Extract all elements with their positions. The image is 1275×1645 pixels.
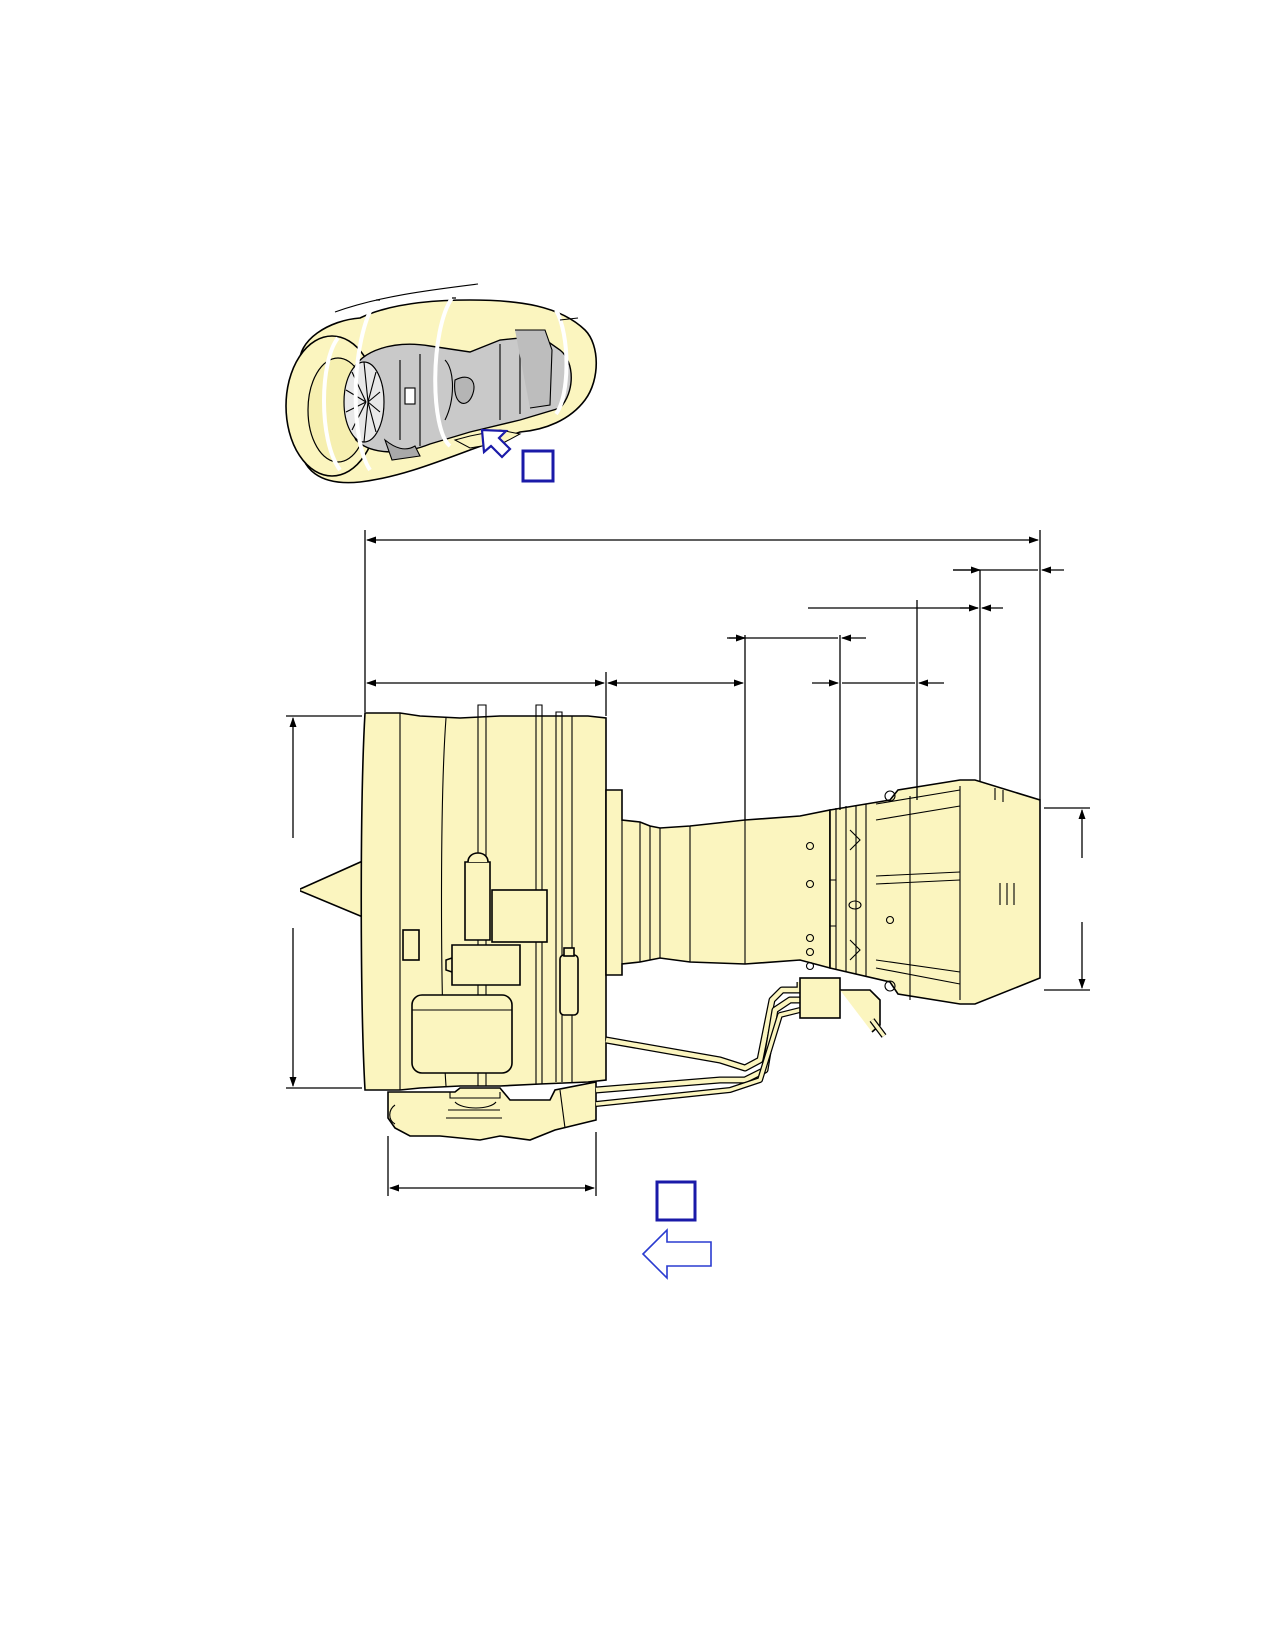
side-view-callouts (641, 1180, 712, 1280)
side-view-callout-box[interactable] (655, 1180, 697, 1222)
compressor-rings (621, 820, 746, 964)
extension-lines (286, 530, 1090, 1196)
forward-arrow-icon (641, 1228, 712, 1280)
dimension-lines (286, 530, 1090, 1196)
turbine-details (805, 786, 1015, 1000)
accessory-gearbox (387, 1081, 597, 1141)
turbine-section (829, 779, 1041, 1005)
overview-view-callout-box[interactable] (521, 449, 555, 483)
cutaway-rings (322, 283, 579, 472)
pointer-arrow-icon (480, 428, 512, 459)
fan-disc (343, 361, 385, 443)
gearbox-details (389, 1089, 566, 1129)
spinner-cone (295, 858, 371, 922)
dim-fan-diameter-gap (286, 838, 300, 928)
core-details (383, 329, 553, 461)
engine-overview-illustration (285, 283, 598, 484)
engine-side-view (295, 704, 1041, 1141)
external-piping (595, 977, 887, 1107)
dim-exhaust-diameter-gap (1075, 858, 1089, 922)
fan-case-accessories (402, 852, 579, 1074)
